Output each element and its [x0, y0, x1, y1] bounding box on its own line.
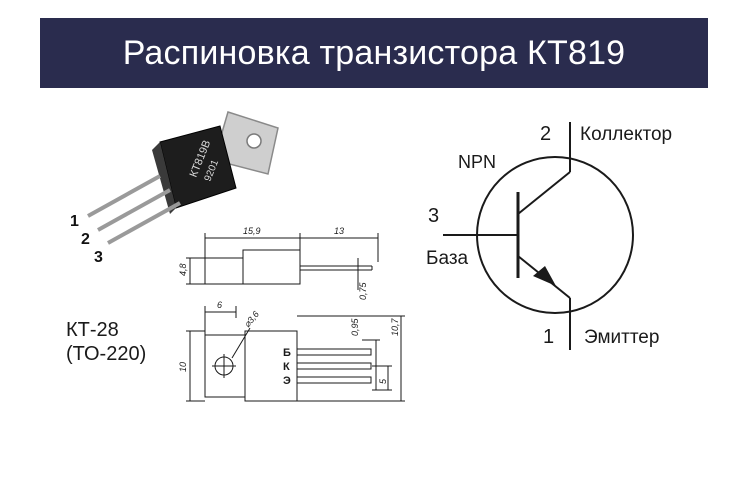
dim-body: 10: [178, 362, 188, 372]
collector-pin-number: 2: [540, 123, 551, 145]
pin-number-1: 1: [70, 213, 79, 230]
base-pin-number: 3: [428, 205, 439, 227]
chip-body: [159, 125, 237, 209]
dim-hole: ⌀3,6: [242, 309, 261, 329]
pin-number-2: 2: [81, 231, 90, 248]
side-view-drawing: [186, 233, 379, 290]
dim-pitch: 5: [378, 378, 388, 384]
dim-height: 4,8: [178, 263, 188, 276]
emitter-arrow: [533, 266, 556, 286]
lead-2: [97, 188, 171, 232]
base-label: База: [426, 248, 469, 269]
dim-top-2: 13: [334, 226, 344, 236]
dim-tab: 6: [217, 300, 222, 310]
side-tab: [242, 249, 301, 285]
pin-number-3: 3: [94, 249, 103, 266]
package-line-2: (ТО-220): [66, 343, 147, 365]
top-lead-k: [296, 362, 372, 370]
chip-body-side: [152, 142, 176, 214]
dim-lead: 0,75: [358, 281, 368, 300]
emitter-pin-number: 1: [543, 326, 554, 348]
dim-top-1: 15,9: [243, 226, 261, 236]
emitter-label: Эмиттер: [584, 327, 659, 348]
top-view-drawing: [186, 306, 405, 402]
side-body: [204, 257, 244, 285]
dim-total: 10,7: [390, 317, 400, 336]
pin-letter-b: Б: [283, 347, 291, 359]
lead-3: [107, 201, 181, 245]
package-line-1: КТ-28: [66, 319, 119, 341]
npn-label: NPN: [458, 152, 496, 172]
top-lead-b: [296, 348, 372, 356]
collector-diagonal: [517, 171, 571, 215]
lead-1: [87, 174, 161, 218]
page-title: Распиновка транзистора КТ819: [122, 34, 626, 72]
top-lead-e: [296, 376, 372, 384]
title-banner: Распиновка транзистора КТ819: [40, 18, 708, 88]
pin-letter-k: К: [283, 361, 290, 373]
collector-label: Коллектор: [580, 124, 672, 145]
package-name: КТ-28 (ТО-220): [66, 318, 146, 366]
mounting-hole: [246, 133, 262, 149]
dim-pin-width: 0,95: [350, 317, 360, 336]
transistor-photo: КТ819В 9201 1 2 3: [70, 111, 279, 266]
pin-letter-e: Э: [283, 375, 291, 387]
